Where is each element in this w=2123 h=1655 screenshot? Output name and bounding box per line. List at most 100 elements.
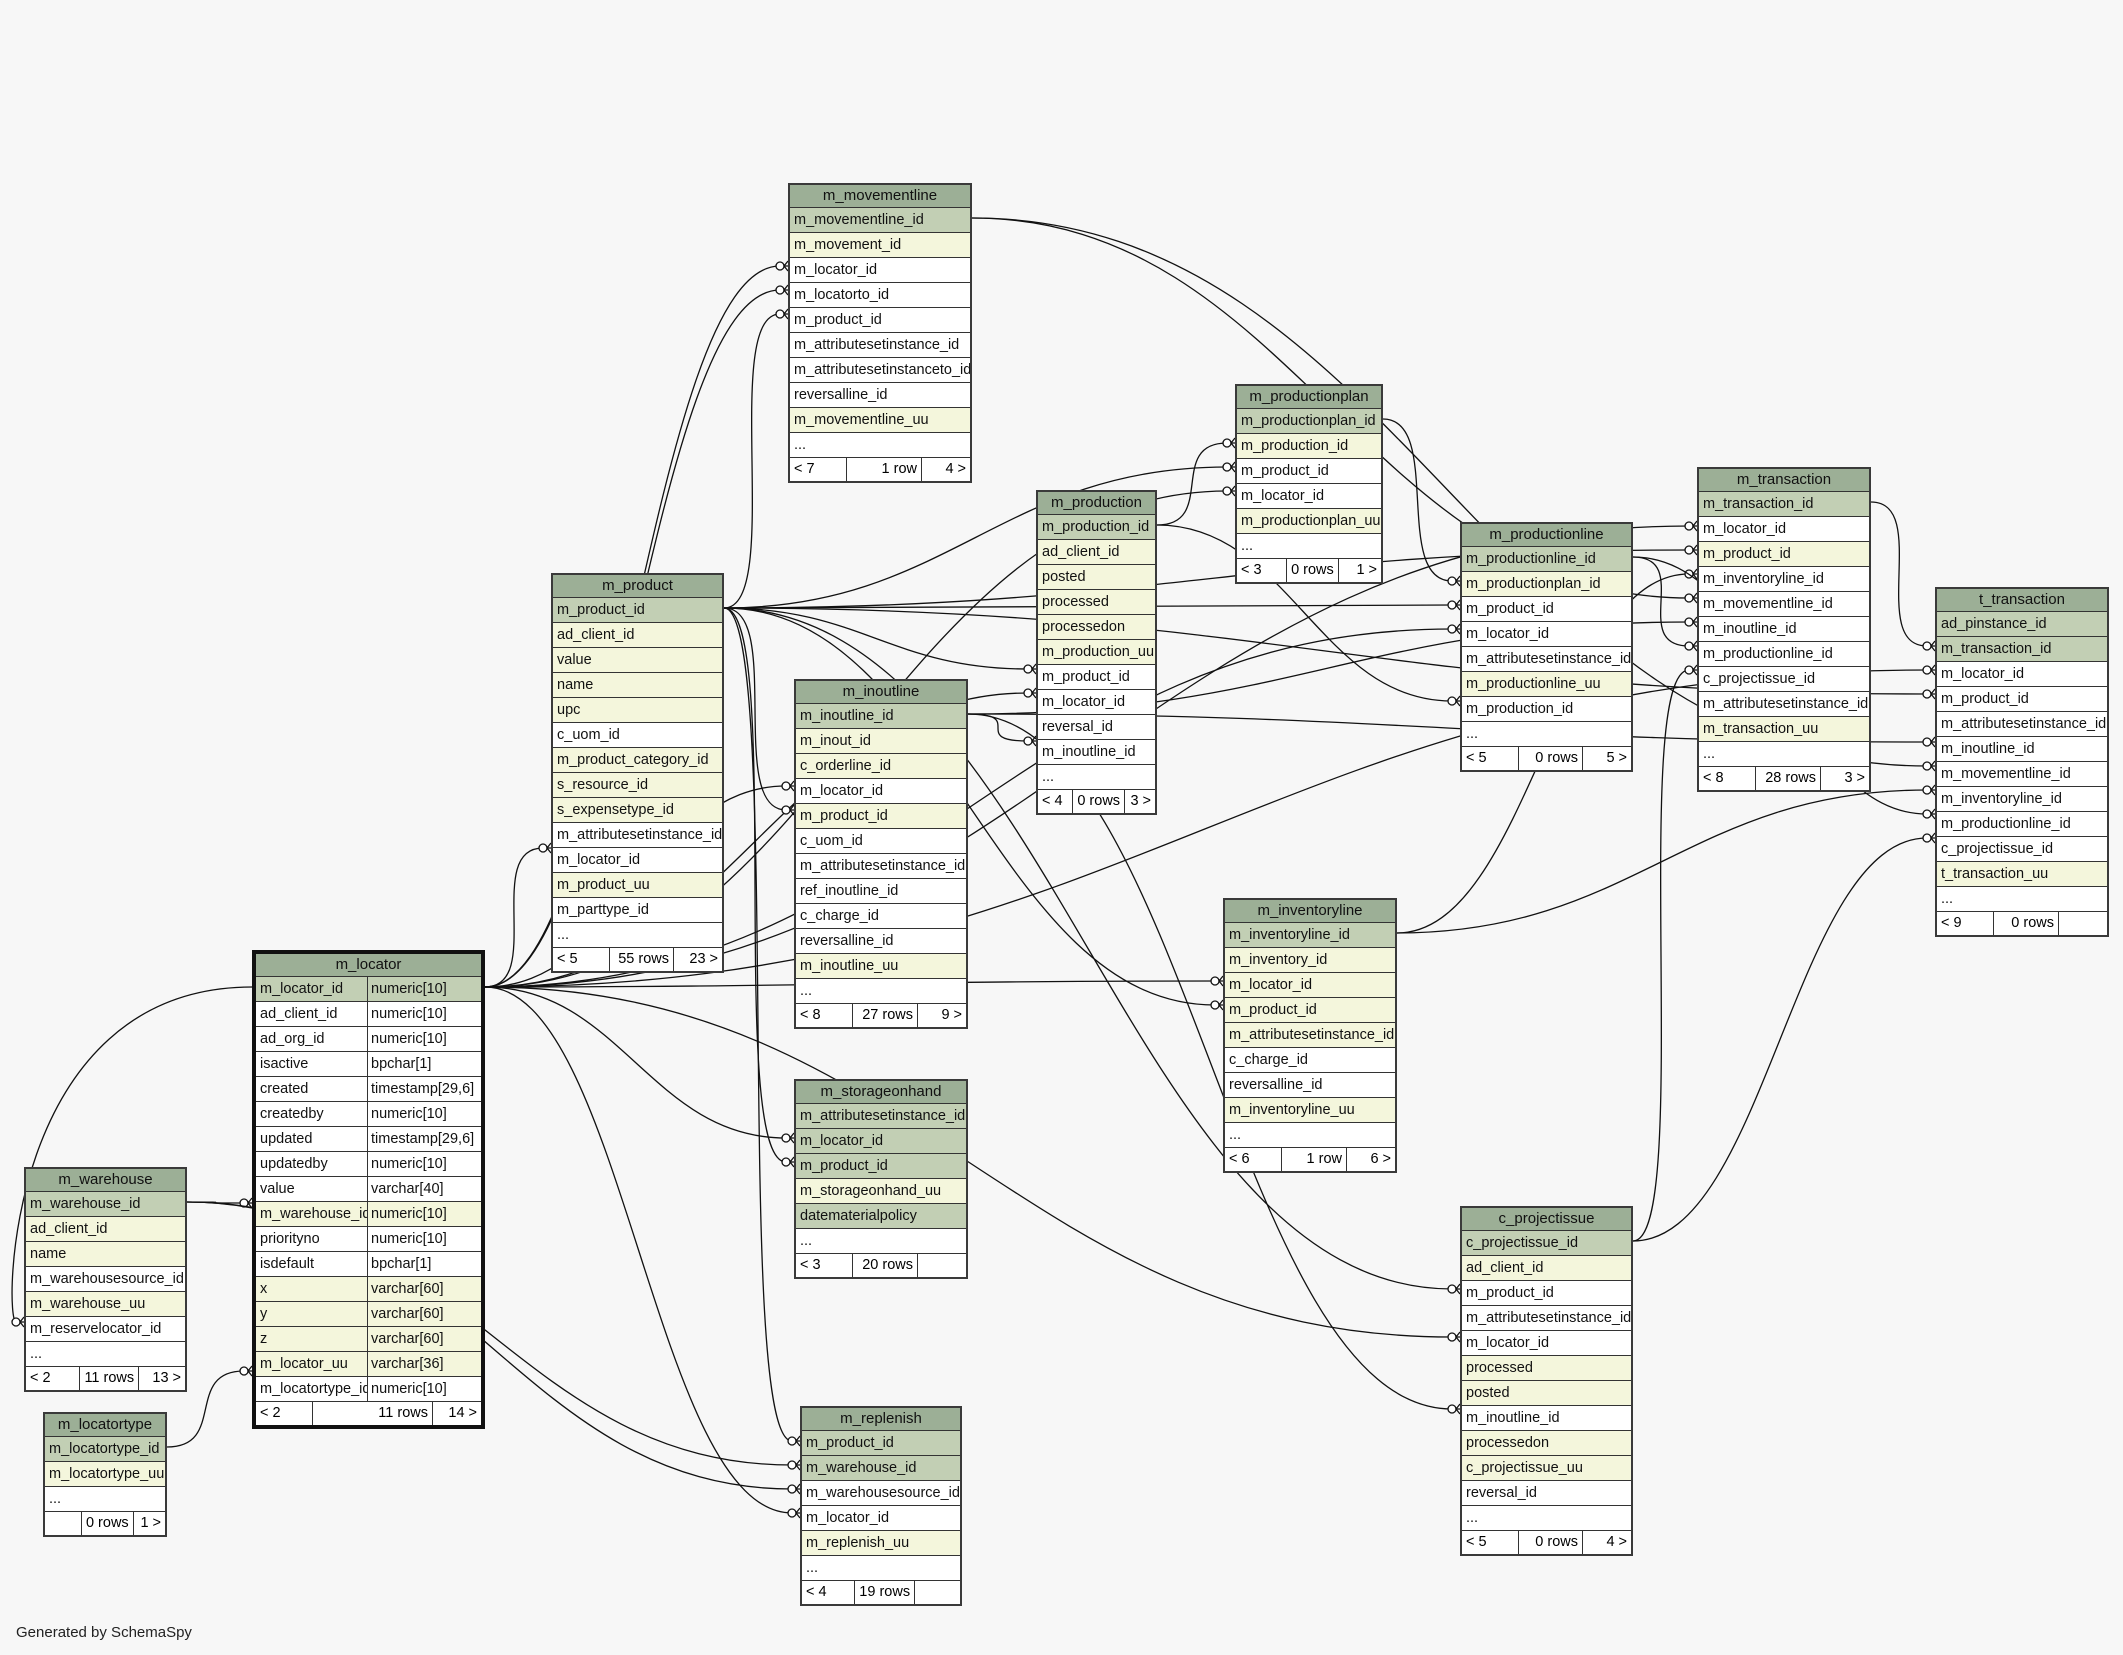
column-row[interactable]: c_charge_id — [796, 904, 966, 929]
column-row[interactable]: ... — [1937, 887, 2107, 912]
column-row[interactable]: m_locatortype_uu — [45, 1462, 165, 1487]
column-row[interactable]: m_attributesetinstance_id — [796, 854, 966, 879]
column-row[interactable]: m_warehouse_uu — [26, 1292, 185, 1317]
column-row[interactable]: m_replenish_uu — [802, 1531, 960, 1556]
children-link[interactable]: 5 > — [1606, 750, 1627, 766]
column-row[interactable]: s_expensetype_id — [553, 798, 722, 823]
column-row[interactable]: m_attributesetinstance_id — [1462, 647, 1631, 672]
column-row[interactable]: ... — [802, 1556, 960, 1581]
column-row[interactable]: ... — [1462, 722, 1631, 747]
column-row[interactable]: m_locator_id — [1462, 1331, 1631, 1356]
parents-link[interactable]: < 4 — [802, 1581, 856, 1604]
column-row[interactable]: c_projectissue_id — [1699, 667, 1869, 692]
table-title[interactable]: m_inventoryline — [1225, 900, 1395, 923]
column-row[interactable]: c_uom_id — [553, 723, 722, 748]
column-row[interactable]: processed — [1462, 1356, 1631, 1381]
parents-link[interactable]: < 8 — [796, 1004, 853, 1027]
column-row[interactable]: m_inventoryline_id — [1699, 567, 1869, 592]
column-row[interactable]: m_inoutline_id — [1462, 1406, 1631, 1431]
column-row[interactable]: m_locator_id — [796, 1129, 966, 1154]
column-row[interactable]: m_inventoryline_uu — [1225, 1098, 1395, 1123]
column-row[interactable]: c_uom_id — [796, 829, 966, 854]
column-row[interactable]: ... — [796, 979, 966, 1004]
table-title[interactable]: m_inoutline — [796, 681, 966, 704]
column-row[interactable]: ad_client_id — [1038, 540, 1155, 565]
column-row[interactable]: m_production_id — [1462, 697, 1631, 722]
column-row[interactable]: reversalline_id — [796, 929, 966, 954]
column-row[interactable]: c_orderline_id — [796, 754, 966, 779]
column-row[interactable]: ref_inoutline_id — [796, 879, 966, 904]
column-row[interactable]: m_attributesetinstance_id — [1937, 712, 2107, 737]
column-row[interactable]: m_locator_id — [1937, 662, 2107, 687]
table-title[interactable]: m_transaction — [1699, 469, 1869, 492]
column-row[interactable]: ... — [1462, 1506, 1631, 1531]
column-row[interactable]: m_inoutline_id — [796, 704, 966, 729]
parents-link[interactable]: < 8 — [1699, 767, 1756, 790]
column-row[interactable]: c_projectissue_id — [1462, 1231, 1631, 1256]
column-row[interactable]: m_attributesetinstance_id — [1699, 692, 1869, 717]
column-row[interactable]: m_movementline_id — [790, 208, 970, 233]
column-row[interactable]: m_locator_id — [790, 258, 970, 283]
children-link[interactable]: 1 > — [1356, 562, 1377, 578]
column-row[interactable]: m_inventoryline_id — [1225, 923, 1395, 948]
column-row[interactable]: m_locatorto_id — [790, 283, 970, 308]
table-title[interactable]: m_product — [553, 575, 722, 598]
table-title[interactable]: m_production — [1038, 492, 1155, 515]
column-row[interactable]: m_reservelocator_id — [26, 1317, 185, 1342]
column-row[interactable]: m_product_id — [1462, 1281, 1631, 1306]
children-link[interactable]: 6 > — [1370, 1151, 1391, 1167]
column-row[interactable]: processed — [1038, 590, 1155, 615]
table-title[interactable]: m_productionline — [1462, 524, 1631, 547]
column-row[interactable]: ... — [790, 433, 970, 458]
column-row[interactable]: m_product_id — [796, 804, 966, 829]
children-link[interactable]: 4 > — [1606, 1534, 1627, 1550]
column-row[interactable]: ... — [26, 1342, 185, 1367]
column-row[interactable]: m_warehouse_id — [802, 1456, 960, 1481]
parents-link[interactable]: < 3 — [1237, 559, 1288, 582]
column-row[interactable]: m_storageonhand_uu — [796, 1179, 966, 1204]
column-row[interactable]: m_movementline_id — [1699, 592, 1869, 617]
children-link[interactable] — [2059, 912, 2107, 935]
column-row[interactable]: m_production_uu — [1038, 640, 1155, 665]
column-row[interactable]: ... — [1038, 765, 1155, 790]
parents-link[interactable]: < 6 — [1225, 1148, 1282, 1171]
column-row[interactable]: t_transaction_uu — [1937, 862, 2107, 887]
column-row[interactable]: reversalline_id — [1225, 1073, 1395, 1098]
column-row[interactable]: m_movementline_id — [1937, 762, 2107, 787]
column-row[interactable]: m_locator_id — [796, 779, 966, 804]
column-row[interactable]: m_inoutline_uu — [796, 954, 966, 979]
table-title[interactable]: m_movementline — [790, 185, 970, 208]
column-row[interactable]: m_locator_id — [1462, 622, 1631, 647]
column-row[interactable]: m_attributesetinstance_id — [796, 1104, 966, 1129]
column-row[interactable]: ... — [1699, 742, 1869, 767]
column-row[interactable]: m_productionline_id — [1699, 642, 1869, 667]
column-row[interactable]: m_productionplan_uu — [1237, 509, 1381, 534]
column-row[interactable]: m_locator_id — [1237, 484, 1381, 509]
column-row[interactable]: ... — [45, 1487, 165, 1512]
column-row[interactable]: name — [26, 1242, 185, 1267]
children-link[interactable]: 9 > — [941, 1007, 962, 1023]
column-row[interactable]: m_product_id — [1237, 459, 1381, 484]
column-row[interactable]: m_productionline_id — [1462, 547, 1631, 572]
parents-link[interactable]: < 2 — [26, 1367, 81, 1390]
column-row[interactable]: m_product_id — [553, 598, 722, 623]
column-row[interactable]: m_transaction_id — [1937, 637, 2107, 662]
column-row[interactable]: m_productionplan_id — [1237, 409, 1381, 434]
column-row[interactable]: s_resource_id — [553, 773, 722, 798]
